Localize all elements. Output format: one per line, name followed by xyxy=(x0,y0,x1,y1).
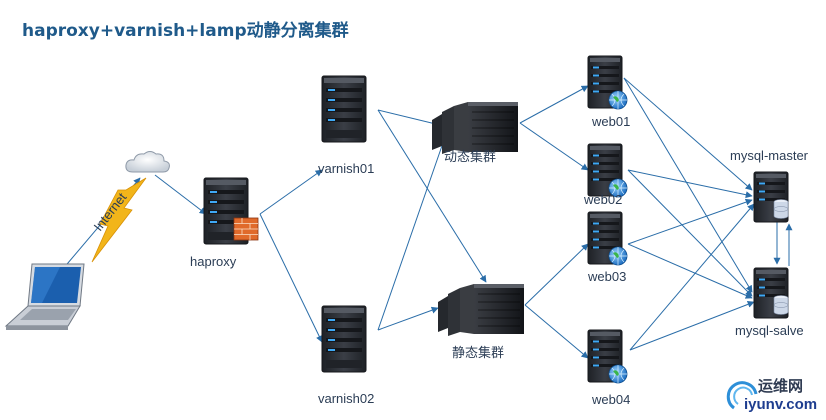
web03-server-icon xyxy=(587,211,628,266)
edge-varnish02-dynamic xyxy=(377,139,446,331)
web04-label: web04 xyxy=(591,392,630,407)
connections xyxy=(61,77,793,359)
watermark-text-site: 运维网 xyxy=(758,377,804,395)
edge-web04-slave xyxy=(629,301,755,351)
edge-static-web03 xyxy=(524,243,589,306)
web04-server-icon xyxy=(587,329,628,384)
edge-varnish01-static xyxy=(377,109,487,283)
static-cluster-icon xyxy=(437,283,525,337)
watermark-logo-icon xyxy=(726,381,758,410)
web03-label: web03 xyxy=(587,269,626,284)
edge-haproxy-varnish02 xyxy=(259,213,323,343)
edge-web02-master xyxy=(627,169,753,199)
edge-web01-slave xyxy=(623,77,753,293)
edge-varnish02-static xyxy=(377,306,439,331)
cloud-icon xyxy=(125,151,170,173)
mysql-master-label: mysql-master xyxy=(730,148,809,163)
edge-haproxy-varnish01 xyxy=(259,169,323,215)
edge-web01-master xyxy=(623,77,753,191)
mysql-slave-server-icon xyxy=(753,267,789,319)
lightning-icon xyxy=(91,177,147,263)
diagram-title: haproxy+varnish+lamp动静分离集群 xyxy=(22,21,349,41)
mysql-master-server-icon xyxy=(753,171,789,223)
web02-server-icon xyxy=(587,143,628,198)
haproxy-label: haproxy xyxy=(190,254,237,269)
static-cluster-label: 静态集群 xyxy=(452,345,504,361)
edge-web03-slave xyxy=(627,243,753,299)
varnish02-label: varnish02 xyxy=(318,391,374,406)
edge-static-web04 xyxy=(524,304,589,359)
web01-server-icon xyxy=(587,55,628,110)
mysql-slave-label: mysql-salve xyxy=(735,323,804,338)
edge-web03-master xyxy=(627,198,753,245)
dynamic-cluster-label: 动态集群 xyxy=(444,149,496,165)
edge-cloud-haproxy xyxy=(154,174,207,215)
edge-dynamic-web01 xyxy=(519,85,589,124)
haproxy-server-icon xyxy=(203,177,259,245)
watermark-text-domain: iyunv.com xyxy=(744,396,818,413)
edge-dynamic-web02 xyxy=(519,122,589,171)
edge-web04-master xyxy=(629,203,755,351)
laptop-icon xyxy=(4,263,85,330)
web02-label: web02 xyxy=(583,192,622,207)
varnish01-label: varnish01 xyxy=(318,161,374,176)
firewall-icon xyxy=(233,217,259,241)
varnish02-server-icon xyxy=(321,305,367,373)
dynamic-cluster-icon xyxy=(431,101,519,155)
edge-web02-slave xyxy=(627,169,753,297)
varnish01-server-icon xyxy=(321,75,367,143)
web01-label: web01 xyxy=(591,114,630,129)
